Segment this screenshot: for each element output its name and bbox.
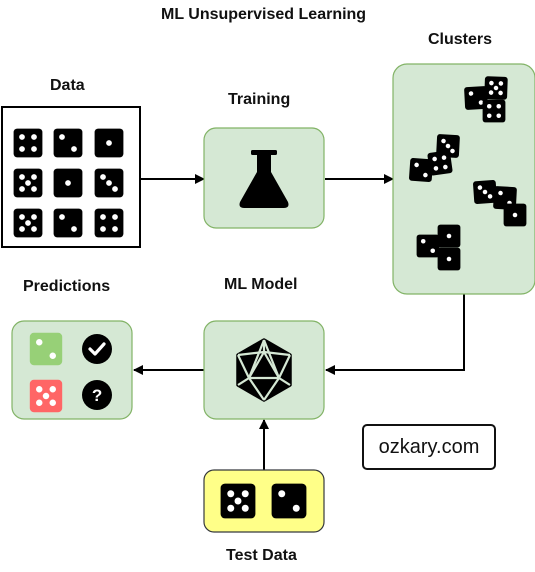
test-data-node <box>203 469 325 533</box>
clusters-label: Clusters <box>428 31 493 48</box>
training-label: Training <box>228 91 291 108</box>
watermark: ozkary.com <box>362 424 496 470</box>
training-node[interactable] <box>203 127 325 229</box>
diagram-title: ML Unsupervised Learning <box>161 6 367 23</box>
die-good-icon <box>29 332 63 366</box>
test-die-2 <box>271 483 307 519</box>
icosahedron-icon <box>236 338 292 402</box>
test-die-1 <box>220 483 256 519</box>
clusters-node <box>392 63 535 295</box>
predictions-label: Predictions <box>23 278 111 295</box>
svg-text:?: ? <box>92 386 102 405</box>
predictions-node: ? <box>11 320 133 420</box>
die-bad-icon <box>29 379 63 413</box>
arrow-clusters-to-model <box>325 294 465 375</box>
ml-model-node[interactable] <box>203 320 325 420</box>
question-circle-icon: ? <box>82 380 112 410</box>
data-box <box>1 106 141 248</box>
connectors <box>133 174 465 470</box>
data-label: Data <box>50 77 85 94</box>
check-circle-icon <box>82 334 112 364</box>
ml-model-label: ML Model <box>224 276 298 293</box>
test-data-label: Test Data <box>226 547 297 564</box>
flask-icon <box>239 150 289 208</box>
